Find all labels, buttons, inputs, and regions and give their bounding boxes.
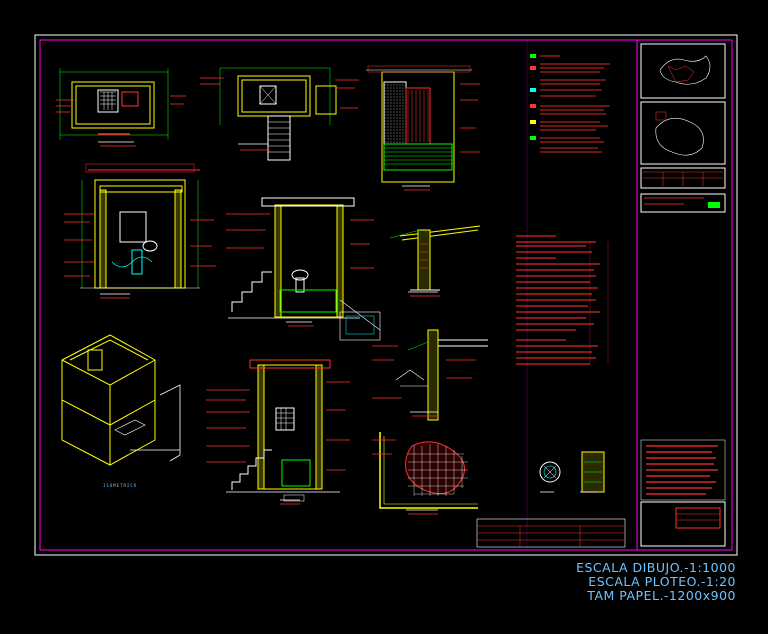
roof-detail — [389, 225, 481, 291]
annotation-leaders — [56, 77, 480, 515]
section-elevation-d — [226, 359, 340, 502]
notes-table — [476, 518, 626, 548]
wall-detail — [395, 329, 488, 421]
view-title-underlines — [98, 141, 598, 511]
scale-drawing-note: ESCALA DIBUJO.-1:1000 — [576, 560, 736, 575]
drain-detail — [539, 451, 605, 493]
section-elevation-b — [80, 163, 200, 289]
isometric-label: ISOMETRICO — [103, 483, 137, 488]
isometric-view — [61, 334, 181, 466]
plan-top-view-1 — [59, 68, 169, 140]
outer-border — [34, 34, 738, 556]
paper-size-note: TAM PAPEL.-1200x900 — [587, 588, 736, 603]
title-block — [640, 43, 726, 547]
section-elevation-a — [366, 65, 472, 183]
specifications-block — [516, 235, 609, 365]
tile-floor-detail — [379, 432, 478, 509]
plan-top-view-2 — [219, 67, 337, 161]
legend-block — [530, 54, 610, 153]
section-elevation-c — [228, 197, 381, 341]
scale-plot-note: ESCALA PLOTEO.-1:20 — [588, 574, 736, 589]
inner-border — [39, 39, 733, 551]
